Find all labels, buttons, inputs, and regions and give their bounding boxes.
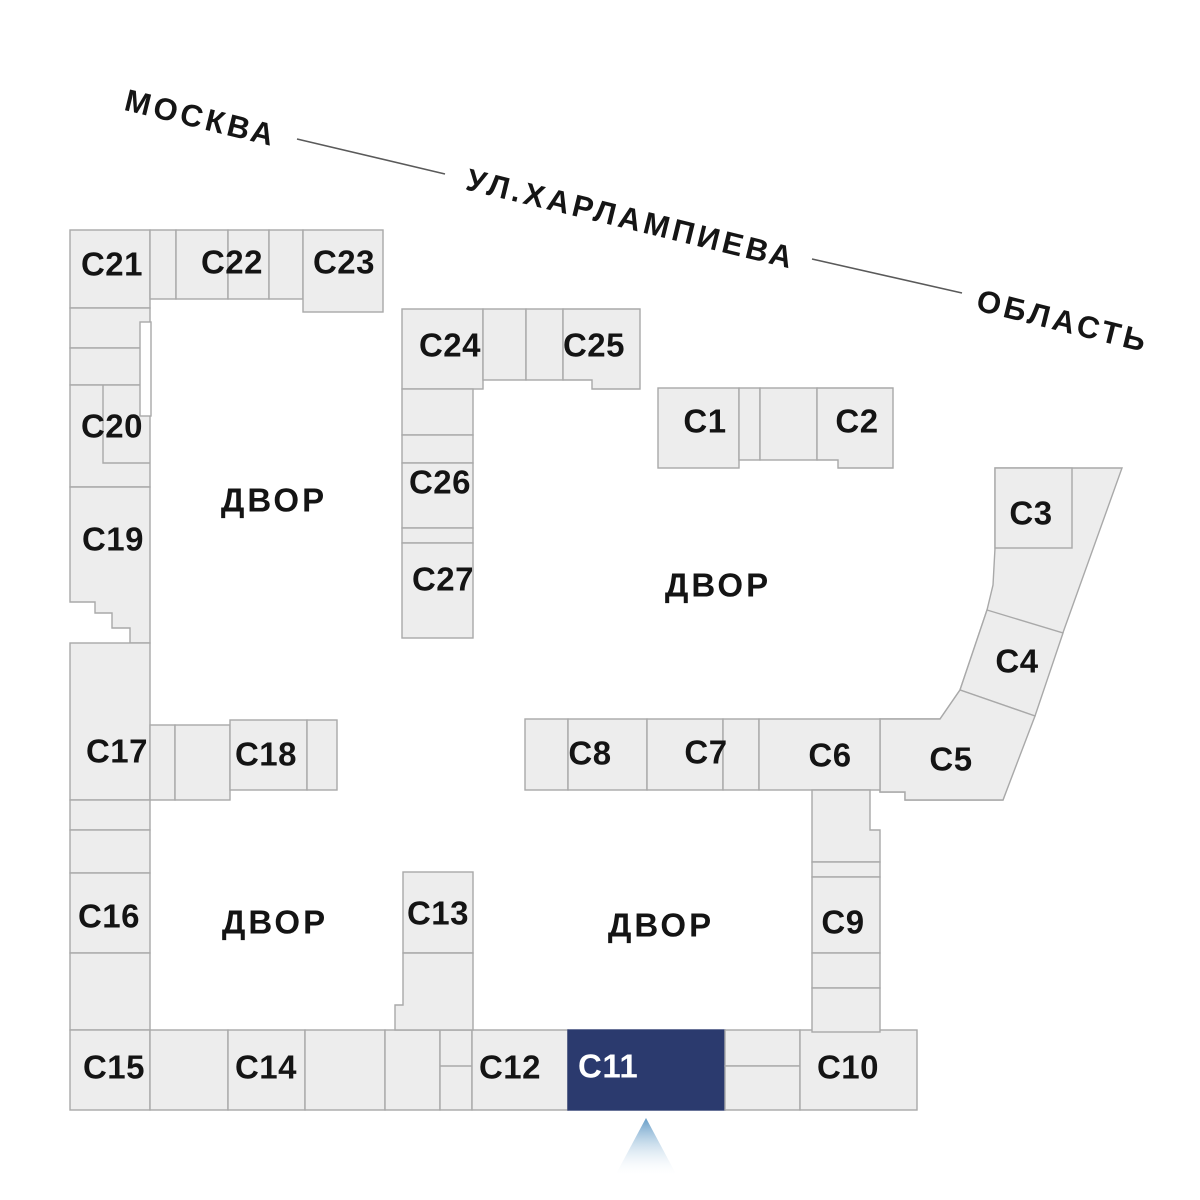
building-block [69, 307, 151, 349]
building-block [401, 388, 474, 436]
section-labels: С21 С22 С23 С20 С19 С17 С18 С16 С15 С14 … [78, 244, 1052, 1086]
section-c27-label: С27 [412, 561, 474, 598]
courtyard-label: ДВОР [608, 907, 714, 944]
section-c13-label: С13 [407, 895, 469, 932]
section-c18-shape[interactable] [229, 719, 338, 791]
building-block [394, 952, 474, 1031]
section-c20-shape[interactable] [69, 384, 151, 488]
section-c19-shape[interactable] [69, 486, 151, 644]
section-c14-shape[interactable] [227, 1029, 306, 1111]
section-c11-label: С11 [578, 1048, 638, 1085]
section-c23-label: С23 [313, 244, 375, 281]
section-c23-shape[interactable] [302, 229, 384, 313]
section-c22-label: С22 [201, 244, 263, 281]
section-c27-shape[interactable] [401, 542, 474, 639]
section-c3-shape[interactable] [994, 467, 1073, 549]
section-c5-label: С5 [929, 741, 972, 778]
section-c1-label: С1 [683, 403, 726, 440]
section-c21-label: С21 [81, 246, 143, 283]
section-c24-label: С24 [419, 327, 481, 364]
section-c14-label: С14 [235, 1049, 297, 1086]
building-block [524, 718, 569, 791]
section-c5-shape[interactable] [879, 689, 1036, 801]
building-block [304, 1029, 386, 1111]
building-block [149, 229, 177, 300]
building-block [174, 724, 231, 801]
street-label-oblast: ОБЛАСТЬ [973, 283, 1153, 360]
building-block [149, 724, 176, 801]
section-c7-label: С7 [684, 734, 727, 771]
section-c22-shape[interactable] [175, 229, 270, 300]
building-block [69, 347, 151, 386]
buildings [69, 229, 1123, 1111]
section-c1-shape[interactable] [657, 387, 740, 469]
section-c2-shape[interactable] [816, 387, 894, 469]
section-c8-label: С8 [568, 735, 611, 772]
section-c17-shape[interactable] [69, 642, 151, 801]
building-block [149, 1029, 229, 1111]
building-block [69, 829, 151, 874]
section-c4-label: С4 [995, 643, 1038, 680]
section-c17-label: С17 [86, 733, 148, 770]
location-marker-icon [616, 1118, 676, 1174]
section-c6-label: С6 [808, 737, 851, 774]
street-label-moscow: МОСКВА [121, 83, 280, 154]
building-block [384, 1029, 441, 1111]
building-block [69, 952, 151, 1031]
street-line-left [296, 138, 446, 175]
section-c18-label: С18 [235, 736, 297, 773]
building-block [811, 952, 881, 989]
building-block [69, 799, 151, 831]
section-c16-shape[interactable] [69, 872, 151, 954]
section-c8-shape[interactable] [567, 718, 648, 791]
building-block [811, 987, 881, 1033]
courtyard-label: ДВОР [221, 482, 327, 519]
building-notch [139, 321, 152, 417]
building-block [525, 308, 564, 381]
courtyard-labels: ДВОР ДВОР ДВОР ДВОР [221, 482, 771, 944]
courtyard-label: ДВОР [665, 567, 771, 604]
section-c16-label: С16 [78, 898, 140, 935]
building-block [811, 789, 881, 863]
section-c25-label: С25 [563, 327, 625, 364]
building-block [439, 1029, 473, 1111]
section-c26-label: С26 [409, 464, 471, 501]
building-block [482, 308, 527, 381]
courtyard-label: ДВОР [222, 904, 328, 941]
building-block [759, 387, 818, 461]
building-block [811, 861, 881, 878]
section-c24-shape[interactable] [401, 308, 484, 390]
building-block [401, 527, 474, 544]
section-c25-shape[interactable] [562, 308, 641, 390]
street-line-right [811, 258, 963, 294]
section-c12-label: С12 [479, 1049, 541, 1086]
section-c10-label: С10 [817, 1049, 879, 1086]
section-c13-shape[interactable] [402, 871, 474, 954]
building-block [738, 387, 761, 461]
building-block [724, 1029, 801, 1067]
section-c2-label: С2 [835, 403, 878, 440]
section-c9-shape[interactable] [811, 876, 881, 954]
section-c11-shape[interactable] [567, 1029, 726, 1111]
street-label-kharlampieva: УЛ.ХАРЛАМПИЕВА [463, 162, 799, 276]
section-c21-shape[interactable] [69, 229, 151, 309]
section-c12-shape[interactable] [471, 1029, 569, 1111]
section-c7-shape[interactable] [646, 718, 724, 791]
building-block [268, 229, 304, 300]
section-c19-label: С19 [82, 521, 144, 558]
section-c20-label: С20 [81, 408, 143, 445]
building-block [724, 1065, 801, 1111]
section-c9-label: С9 [821, 904, 864, 941]
section-c15-label: С15 [83, 1049, 145, 1086]
building-block [401, 434, 474, 464]
section-c15-shape[interactable] [69, 1029, 151, 1111]
building-block [722, 718, 760, 791]
section-c3-label: С3 [1009, 495, 1052, 532]
section-c26-shape[interactable] [401, 462, 474, 529]
